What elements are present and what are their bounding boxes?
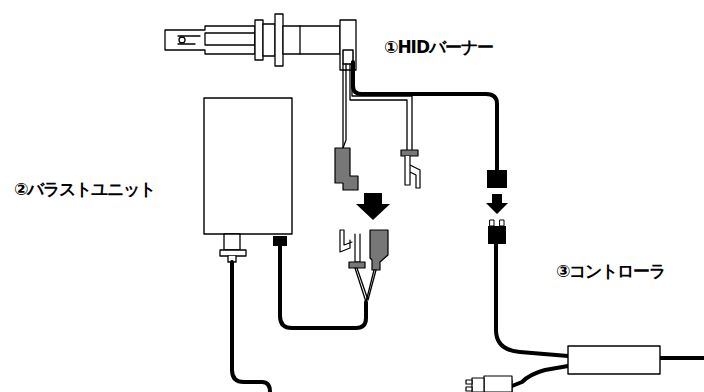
thick-wires: [232, 62, 704, 392]
part-name: ①HIDバーナー: [384, 38, 493, 57]
ballast-connector-pair: [340, 230, 388, 270]
burner-connector-pair: [335, 148, 420, 190]
part-name: ②バラストユニット: [14, 180, 155, 199]
connect-arrow: [486, 194, 508, 214]
controller-socket: [488, 220, 506, 244]
ballast-output-connector: [220, 234, 246, 262]
burner-power-plug: [487, 170, 507, 188]
controller-box: [568, 346, 660, 374]
part-name: ③コントローラ: [556, 262, 665, 281]
ballast-unit: [204, 98, 292, 234]
hid-burner: [165, 14, 356, 70]
connect-arrow: [356, 193, 390, 220]
power-plug: [466, 376, 512, 392]
connector-leads: [355, 268, 376, 302]
